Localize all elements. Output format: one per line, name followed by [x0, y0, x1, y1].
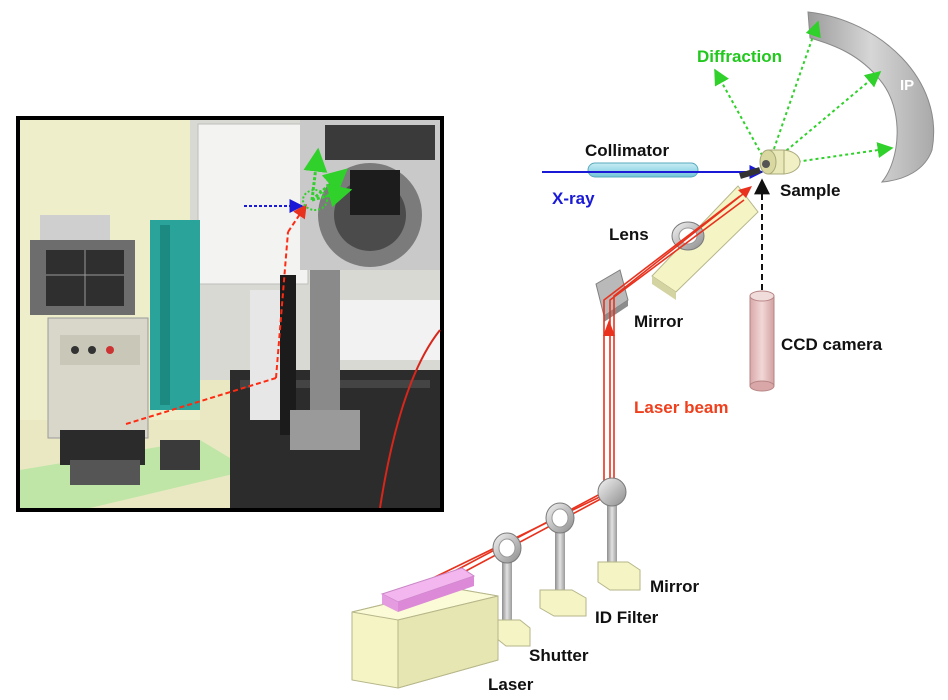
laser-beam-arrow-up — [603, 320, 615, 336]
diffraction-label: Diffraction — [697, 47, 782, 66]
laser-beam-arrow-sample — [738, 186, 752, 198]
laser-source-block-icon — [351, 567, 499, 689]
shutter-label: Shutter — [529, 646, 589, 665]
mirror-bottom-label: Mirror — [650, 577, 700, 596]
id-filter-label: ID Filter — [595, 608, 659, 627]
shutter-icon — [492, 532, 531, 647]
upper-mirror-icon — [595, 269, 629, 322]
imaging-plate-icon — [807, 11, 935, 183]
sample-holder — [759, 149, 801, 175]
ccd-camera-label: CCD camera — [781, 335, 883, 354]
ip-label: IP — [900, 77, 914, 94]
xray-label: X-ray — [552, 189, 595, 208]
collimator-tube — [587, 162, 699, 178]
laser-beam-label: Laser beam — [634, 398, 729, 417]
experimental-setup-photo — [16, 116, 444, 512]
lens-plate — [651, 167, 761, 300]
sample-label: Sample — [780, 181, 840, 200]
lens-label: Lens — [609, 225, 649, 244]
mirror-top-label: Mirror — [634, 312, 684, 331]
collimator-label: Collimator — [585, 141, 669, 160]
ccd-camera-cylinder-icon — [749, 290, 775, 392]
lower-mirror-icon — [597, 477, 641, 591]
id-filter-icon — [539, 502, 587, 617]
laser-label: Laser — [488, 675, 534, 694]
